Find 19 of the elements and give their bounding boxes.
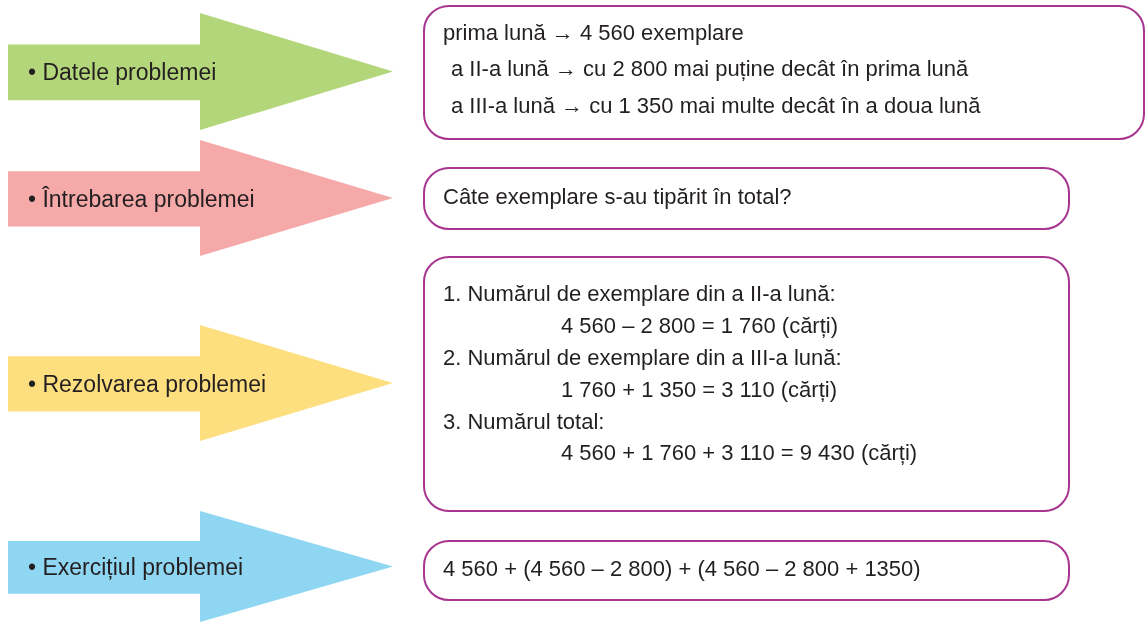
arrow-label: • Întrebarea problemei — [28, 185, 255, 213]
text-line: 4 560 + 1 760 + 3 110 = 9 430 (cărți) — [561, 439, 919, 468]
rounded-box — [423, 167, 1070, 230]
text-line: prima lună → 4 560 exemplare — [443, 19, 745, 47]
text-line: a II-a lună → cu 2 800 mai puține decât în prima lună — [451, 55, 970, 84]
arrow-label: • Datele problemei — [28, 58, 217, 86]
text-line: 3. Numărul total: — [443, 407, 606, 436]
text-line: 4 560 + (4 560 – 2 800) + (4 560 – 2 800 + 1350) — [443, 555, 922, 583]
text-line: 4 560 – 2 800 = 1 760 (cărți) — [561, 311, 840, 340]
arrow-label: • Exercițiul problemei — [28, 553, 244, 581]
rounded-box — [423, 5, 1145, 140]
arrow-label: • Rezolvarea problemei — [28, 370, 267, 398]
rounded-box — [423, 540, 1070, 601]
rounded-box — [423, 256, 1070, 512]
text-line: 1 760 + 1 350 = 3 110 (cărți) — [561, 375, 838, 404]
text-line: a III-a lună → cu 1 350 mai multe decât în a doua lună — [451, 91, 982, 120]
text-line: Câte exemplare s-au tipărit în total? — [443, 183, 793, 211]
text-line: 2. Numărul de exemplare din a III-a lună: — [443, 343, 843, 372]
text-line: 1. Numărul de exemplare din a II-a lună: — [443, 280, 837, 308]
